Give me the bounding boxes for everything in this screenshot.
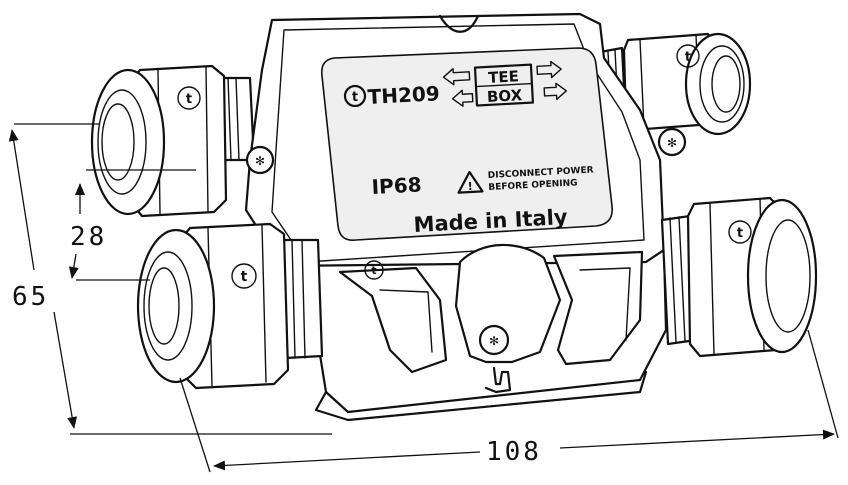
- screw-icon: ✻: [245, 145, 275, 175]
- arrow-right-icon: [536, 60, 562, 79]
- brand-logo-icon: t: [231, 263, 257, 289]
- dimension-108: 108: [179, 329, 839, 473]
- svg-text:t: t: [685, 50, 691, 65]
- dimension-label-28: 28: [70, 222, 107, 252]
- svg-text:t: t: [241, 269, 248, 285]
- svg-text:BOX: BOX: [486, 86, 523, 106]
- svg-text:t: t: [737, 226, 743, 241]
- label-plate: [320, 47, 613, 242]
- svg-text:t: t: [371, 264, 376, 277]
- svg-text:✻: ✻: [667, 136, 677, 150]
- svg-text:BEFORE OPENING: BEFORE OPENING: [488, 178, 578, 193]
- dimension-28: 28: [68, 169, 196, 281]
- warning-icon: !: [457, 170, 484, 194]
- svg-text:TEE: TEE: [488, 67, 520, 87]
- svg-text:!: !: [467, 180, 473, 193]
- brand-logo-icon: t: [364, 260, 384, 280]
- cable-gland-front-right: t: [660, 196, 818, 358]
- svg-text:✻: ✻: [489, 334, 499, 348]
- svg-text:t: t: [352, 90, 358, 105]
- model-logo: t: [343, 84, 367, 108]
- brand-logo-icon: t: [177, 86, 201, 110]
- dimension-label-65: 65: [12, 282, 49, 312]
- arrow-left-icon: [442, 67, 471, 86]
- cable-gland-back-left: t: [90, 64, 256, 218]
- arrow-left-icon: [451, 89, 474, 107]
- svg-text:t: t: [186, 92, 192, 107]
- svg-text:✻: ✻: [255, 154, 265, 168]
- ip-rating: IP68: [371, 172, 422, 199]
- dimension-label-108: 108: [486, 437, 542, 467]
- brand-logo-icon: t: [676, 44, 700, 68]
- junction-box-housing: ✻ ✻ ✻ t t TH209 TEE BOX: [244, 12, 687, 422]
- dimension-65: 65: [8, 123, 332, 435]
- cable-gland-front-left: t: [136, 222, 324, 390]
- brand-logo-icon: t: [728, 220, 752, 244]
- screw-icon: ✻: [657, 127, 687, 157]
- model-name: TH209: [367, 81, 440, 109]
- screw-icon: ✻: [478, 324, 510, 356]
- arrow-right-icon: [543, 82, 568, 101]
- tee-box-badge: TEE BOX: [442, 60, 568, 107]
